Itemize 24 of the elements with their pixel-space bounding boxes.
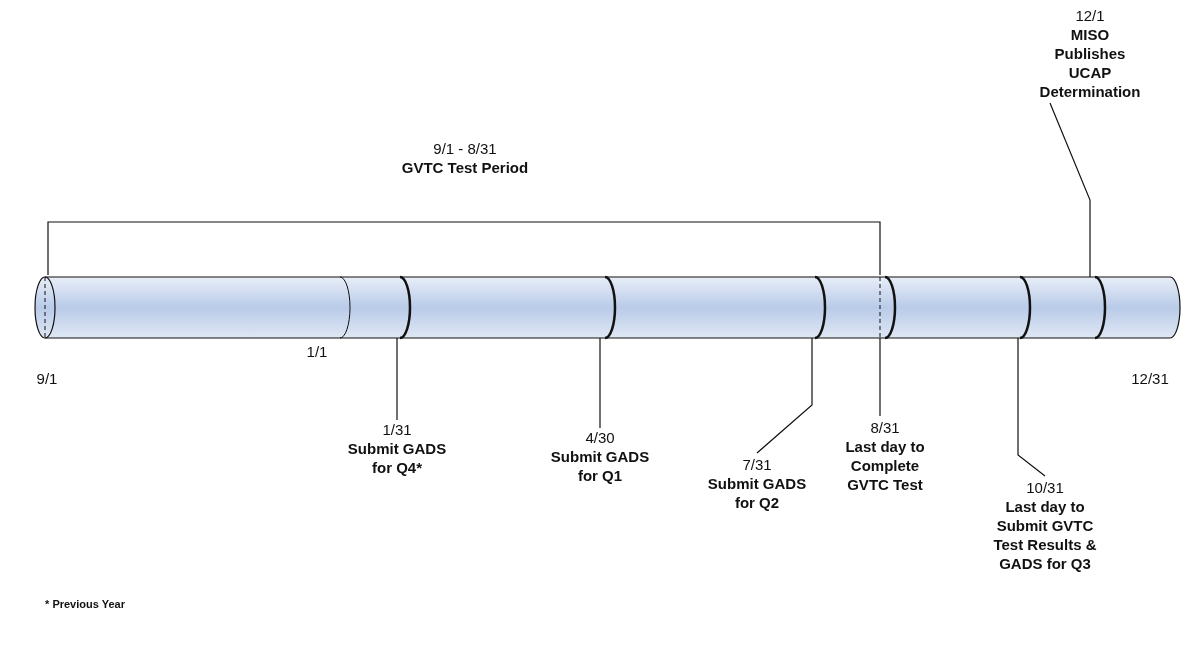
leader-line <box>756 337 813 454</box>
date-label: 1/1 <box>306 343 328 360</box>
date-label: 12/1 <box>1074 6 1106 25</box>
milestone-label: Last day to Submit GVTC Test Results & GADS for Q3 <box>992 497 1098 573</box>
milestone-label: MISO Publishes UCAP Determination <box>1038 25 1142 101</box>
date-label: 9/1 <box>36 370 58 387</box>
milestone-label: Last day to Complete GVTC Test <box>844 437 926 494</box>
leader-line <box>599 337 601 429</box>
date-label: 12/31 <box>1131 370 1169 387</box>
milestone-label: Submit GADS for Q4* <box>347 439 447 477</box>
leader-line <box>1049 102 1091 278</box>
date-label: 4/30 <box>584 428 616 447</box>
leader-line <box>1017 337 1046 477</box>
date-label: 1/31 <box>381 420 413 439</box>
period-label: GVTC Test Period <box>401 159 529 176</box>
date-label: 10/31 <box>1025 478 1065 497</box>
leader-line <box>879 337 881 417</box>
milestone-label: Submit GADS for Q2 <box>707 474 807 512</box>
date-range-label: 9/1 - 8/31 <box>433 140 497 157</box>
date-label: 8/31 <box>869 418 901 437</box>
footnote: * Previous Year <box>45 598 125 610</box>
date-label: 7/31 <box>741 455 773 474</box>
leader-line <box>396 337 398 421</box>
milestone-label: Submit GADS for Q1 <box>550 447 650 485</box>
